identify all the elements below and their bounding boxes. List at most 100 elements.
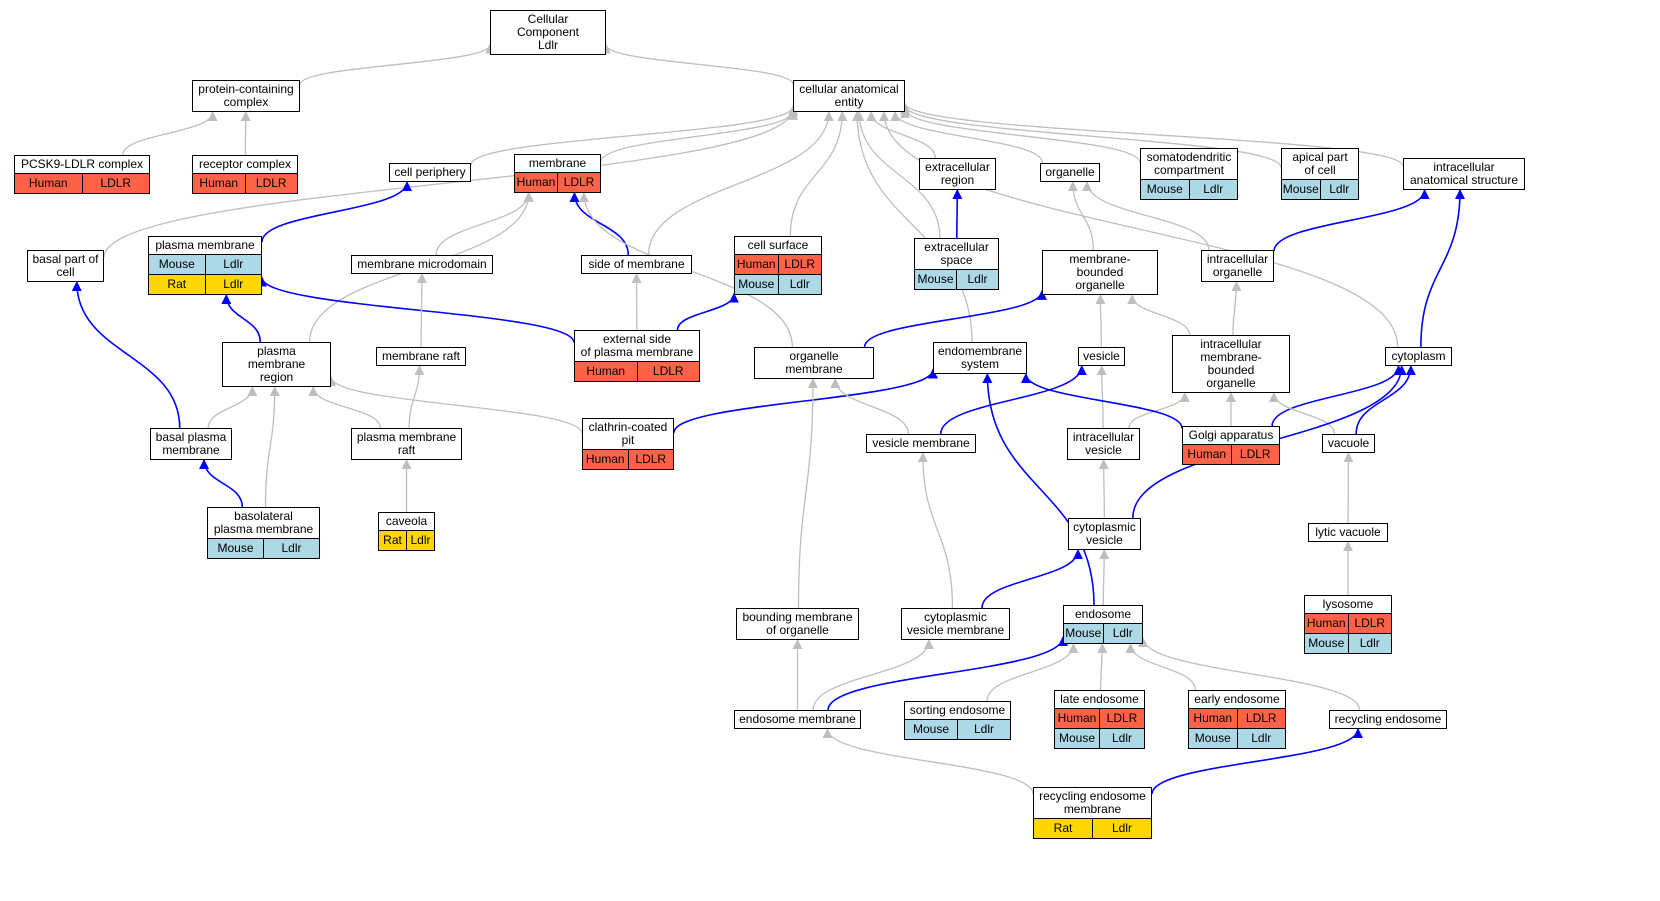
node-basal-part[interactable]: basal part of cell (27, 250, 104, 282)
node-cv-membrane[interactable]: cytoplasmic vesicle membrane (901, 608, 1010, 640)
node-cytoplasm[interactable]: cytoplasm (1385, 347, 1452, 366)
gene-cell: LDLR (81, 174, 149, 193)
node-label: receptor complex (198, 157, 292, 171)
edge-part-of (257, 276, 575, 344)
gene-cell: Ldlr (1092, 819, 1151, 838)
node-membrane-microdomain[interactable]: membrane microdomain (351, 255, 493, 274)
species-cell: Mouse (1282, 180, 1320, 199)
node-label: basolateral plasma membrane (213, 509, 314, 536)
node-pm-raft[interactable]: plasma membrane raft (351, 428, 462, 460)
node-label: membrane-bounded organelle (1069, 252, 1131, 292)
node-label: intracellular anatomical structure (1409, 160, 1519, 187)
node-mbo[interactable]: membrane-bounded organelle (1042, 250, 1158, 295)
node-intracellular-anat[interactable]: intracellular anatomical structure (1403, 158, 1525, 190)
node-label: Cellular Component Ldlr (516, 12, 580, 52)
edge-is-a (470, 105, 798, 166)
edge-is-a (1097, 643, 1108, 691)
edge-is-a (326, 375, 583, 434)
node-basal-pm[interactable]: basal plasma membrane (150, 428, 232, 460)
gene-cell: Ldlr (1099, 729, 1144, 748)
node-endosome-membrane[interactable]: endosome membrane (734, 710, 861, 729)
gene-cell: Ldlr (204, 275, 261, 294)
edge-is-a (1127, 294, 1191, 336)
gene-cell: Ldlr (1236, 729, 1285, 748)
gene-cell: Ldlr (263, 539, 319, 558)
edge-is-a (797, 378, 818, 609)
species-cell: Human (515, 173, 557, 192)
gene-cell: Ldlr (777, 275, 821, 294)
node-vesicle-membrane[interactable]: vesicle membrane (866, 434, 976, 453)
node-recycling-endosome[interactable]: recycling endosome (1329, 710, 1447, 729)
node-protein-complex[interactable]: protein-containing complex (192, 80, 300, 112)
node-cell-periphery[interactable]: cell periphery (389, 163, 471, 182)
node-endomembrane[interactable]: endomembrane system (933, 342, 1027, 374)
node-membrane-raft[interactable]: membrane raft (376, 347, 466, 366)
species-cell: Human (575, 362, 637, 381)
node-label: recycling endosome (1334, 712, 1442, 726)
species-cell: Mouse (1055, 729, 1099, 748)
node-label: cytoplasm (1391, 349, 1446, 363)
node-imbo[interactable]: intracellular membrane-bounded organelle (1172, 335, 1290, 393)
node-intracellular-organelle[interactable]: intracellular organelle (1201, 250, 1274, 282)
species-cell: Rat (1034, 819, 1092, 838)
node-vesicle[interactable]: vesicle (1078, 347, 1125, 366)
edge-part-of (863, 289, 1047, 348)
gene-cell: LDLR (557, 173, 600, 192)
node-side-of-membrane[interactable]: side of membrane (581, 255, 692, 274)
gene-cell: LDLR (1236, 709, 1285, 728)
node-bounding-membrane[interactable]: bounding membrane of organelle (736, 608, 859, 640)
edge-part-of (1273, 189, 1430, 252)
edge-part-of (939, 365, 1087, 435)
edge-is-a (1098, 459, 1109, 519)
edge-is-a (1125, 643, 1197, 691)
node-cae[interactable]: cellular anatomical entity (793, 80, 905, 112)
node-extracellular-region[interactable]: extracellular region (919, 158, 996, 190)
node-organelle[interactable]: organelle (1040, 163, 1100, 182)
node-label: vesicle (1083, 349, 1120, 363)
edge-is-a (408, 365, 425, 429)
edge-part-of (676, 292, 739, 331)
node-pm-region[interactable]: plasma membrane region (222, 342, 331, 387)
node-lytic-vacuole[interactable]: lytic vacuole (1308, 523, 1388, 542)
edge-is-a (600, 109, 798, 163)
node-label: basal plasma membrane (155, 430, 227, 457)
node-label: intracellular membrane-bounded organelle (1200, 337, 1262, 390)
node-organelle-membrane[interactable]: organelle membrane (754, 347, 874, 379)
node-label: cellular anatomical entity (799, 82, 899, 109)
node-cytoplasmic-vesicle[interactable]: cytoplasmic vesicle (1068, 518, 1141, 550)
gene-cell: LDLR (627, 450, 673, 469)
node-root[interactable]: Cellular Component Ldlr (490, 10, 606, 55)
edge-is-a (1082, 181, 1210, 251)
edge-is-a (900, 104, 1282, 168)
node-label: vacuole (1327, 436, 1370, 450)
node-vacuole[interactable]: vacuole (1322, 434, 1375, 453)
node-intracellular-vesicle[interactable]: intracellular vesicle (1067, 428, 1140, 460)
